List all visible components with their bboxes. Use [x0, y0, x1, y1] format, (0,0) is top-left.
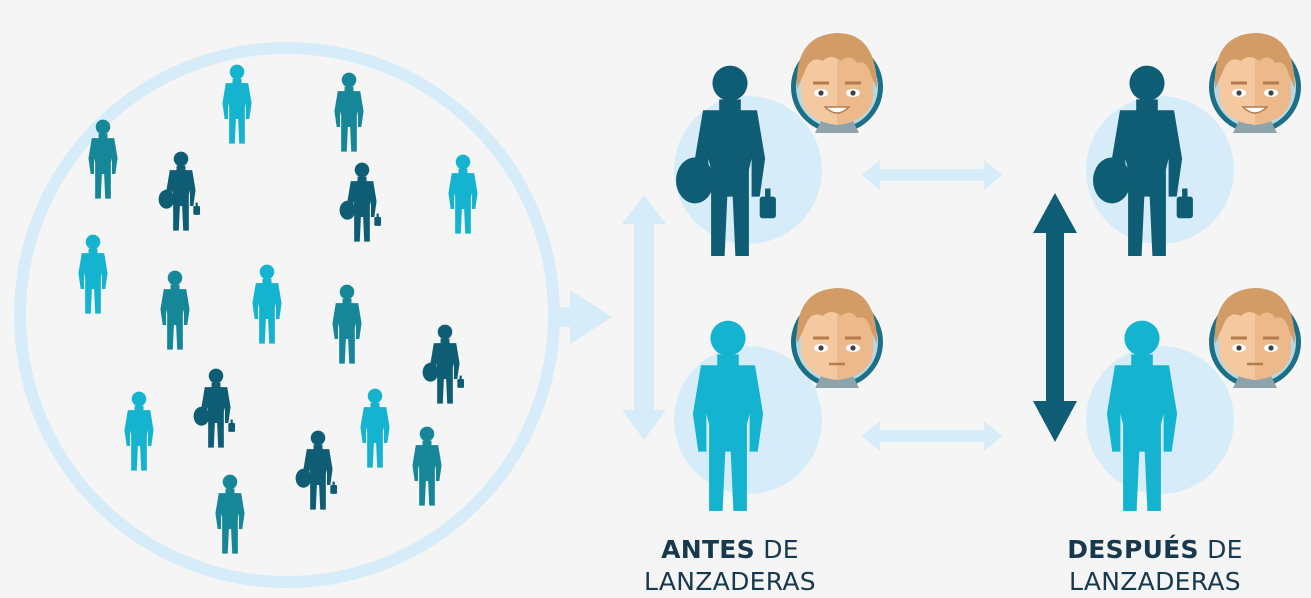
person-icon [215, 474, 245, 554]
caption-after-bold: DESPUÉS [1067, 535, 1199, 564]
pilot-icon [423, 325, 464, 404]
caption-before: ANTES DE LANZADERAS [620, 534, 840, 598]
vertical-double-arrow-icon [622, 195, 666, 440]
person-icon [412, 426, 442, 506]
face-icon [791, 288, 883, 388]
person-icon [448, 154, 478, 234]
person-icon [160, 270, 190, 350]
crowd [78, 64, 478, 554]
face-icon [1209, 33, 1301, 133]
face-icon [791, 33, 883, 133]
right-arrow-icon [548, 290, 612, 344]
person-icon [334, 72, 364, 152]
after-pair [1033, 33, 1301, 511]
caption-before-bold: ANTES [661, 535, 755, 564]
before-pair [622, 33, 1002, 511]
person-icon [252, 264, 282, 344]
person-icon [332, 284, 362, 364]
face-icon [1209, 288, 1301, 388]
caption-after-rest: DE [1198, 535, 1243, 564]
pilot-icon [194, 369, 235, 448]
person-icon [360, 388, 390, 468]
person-icon [222, 64, 252, 144]
pilot-icon [159, 152, 200, 231]
person-icon [78, 234, 108, 314]
caption-after-line2: LANZADERAS [1069, 567, 1241, 596]
caption-before-rest: DE [755, 535, 799, 564]
person-icon [124, 391, 154, 471]
caption-after: DESPUÉS DE LANZADERAS [1040, 534, 1270, 598]
double-arrow-icon [862, 160, 1002, 190]
double-arrow-icon [862, 421, 1002, 451]
caption-before-line2: LANZADERAS [644, 567, 816, 596]
pilot-icon [340, 163, 381, 242]
pilot-icon [296, 431, 337, 510]
vertical-double-arrow-icon [1033, 193, 1077, 442]
